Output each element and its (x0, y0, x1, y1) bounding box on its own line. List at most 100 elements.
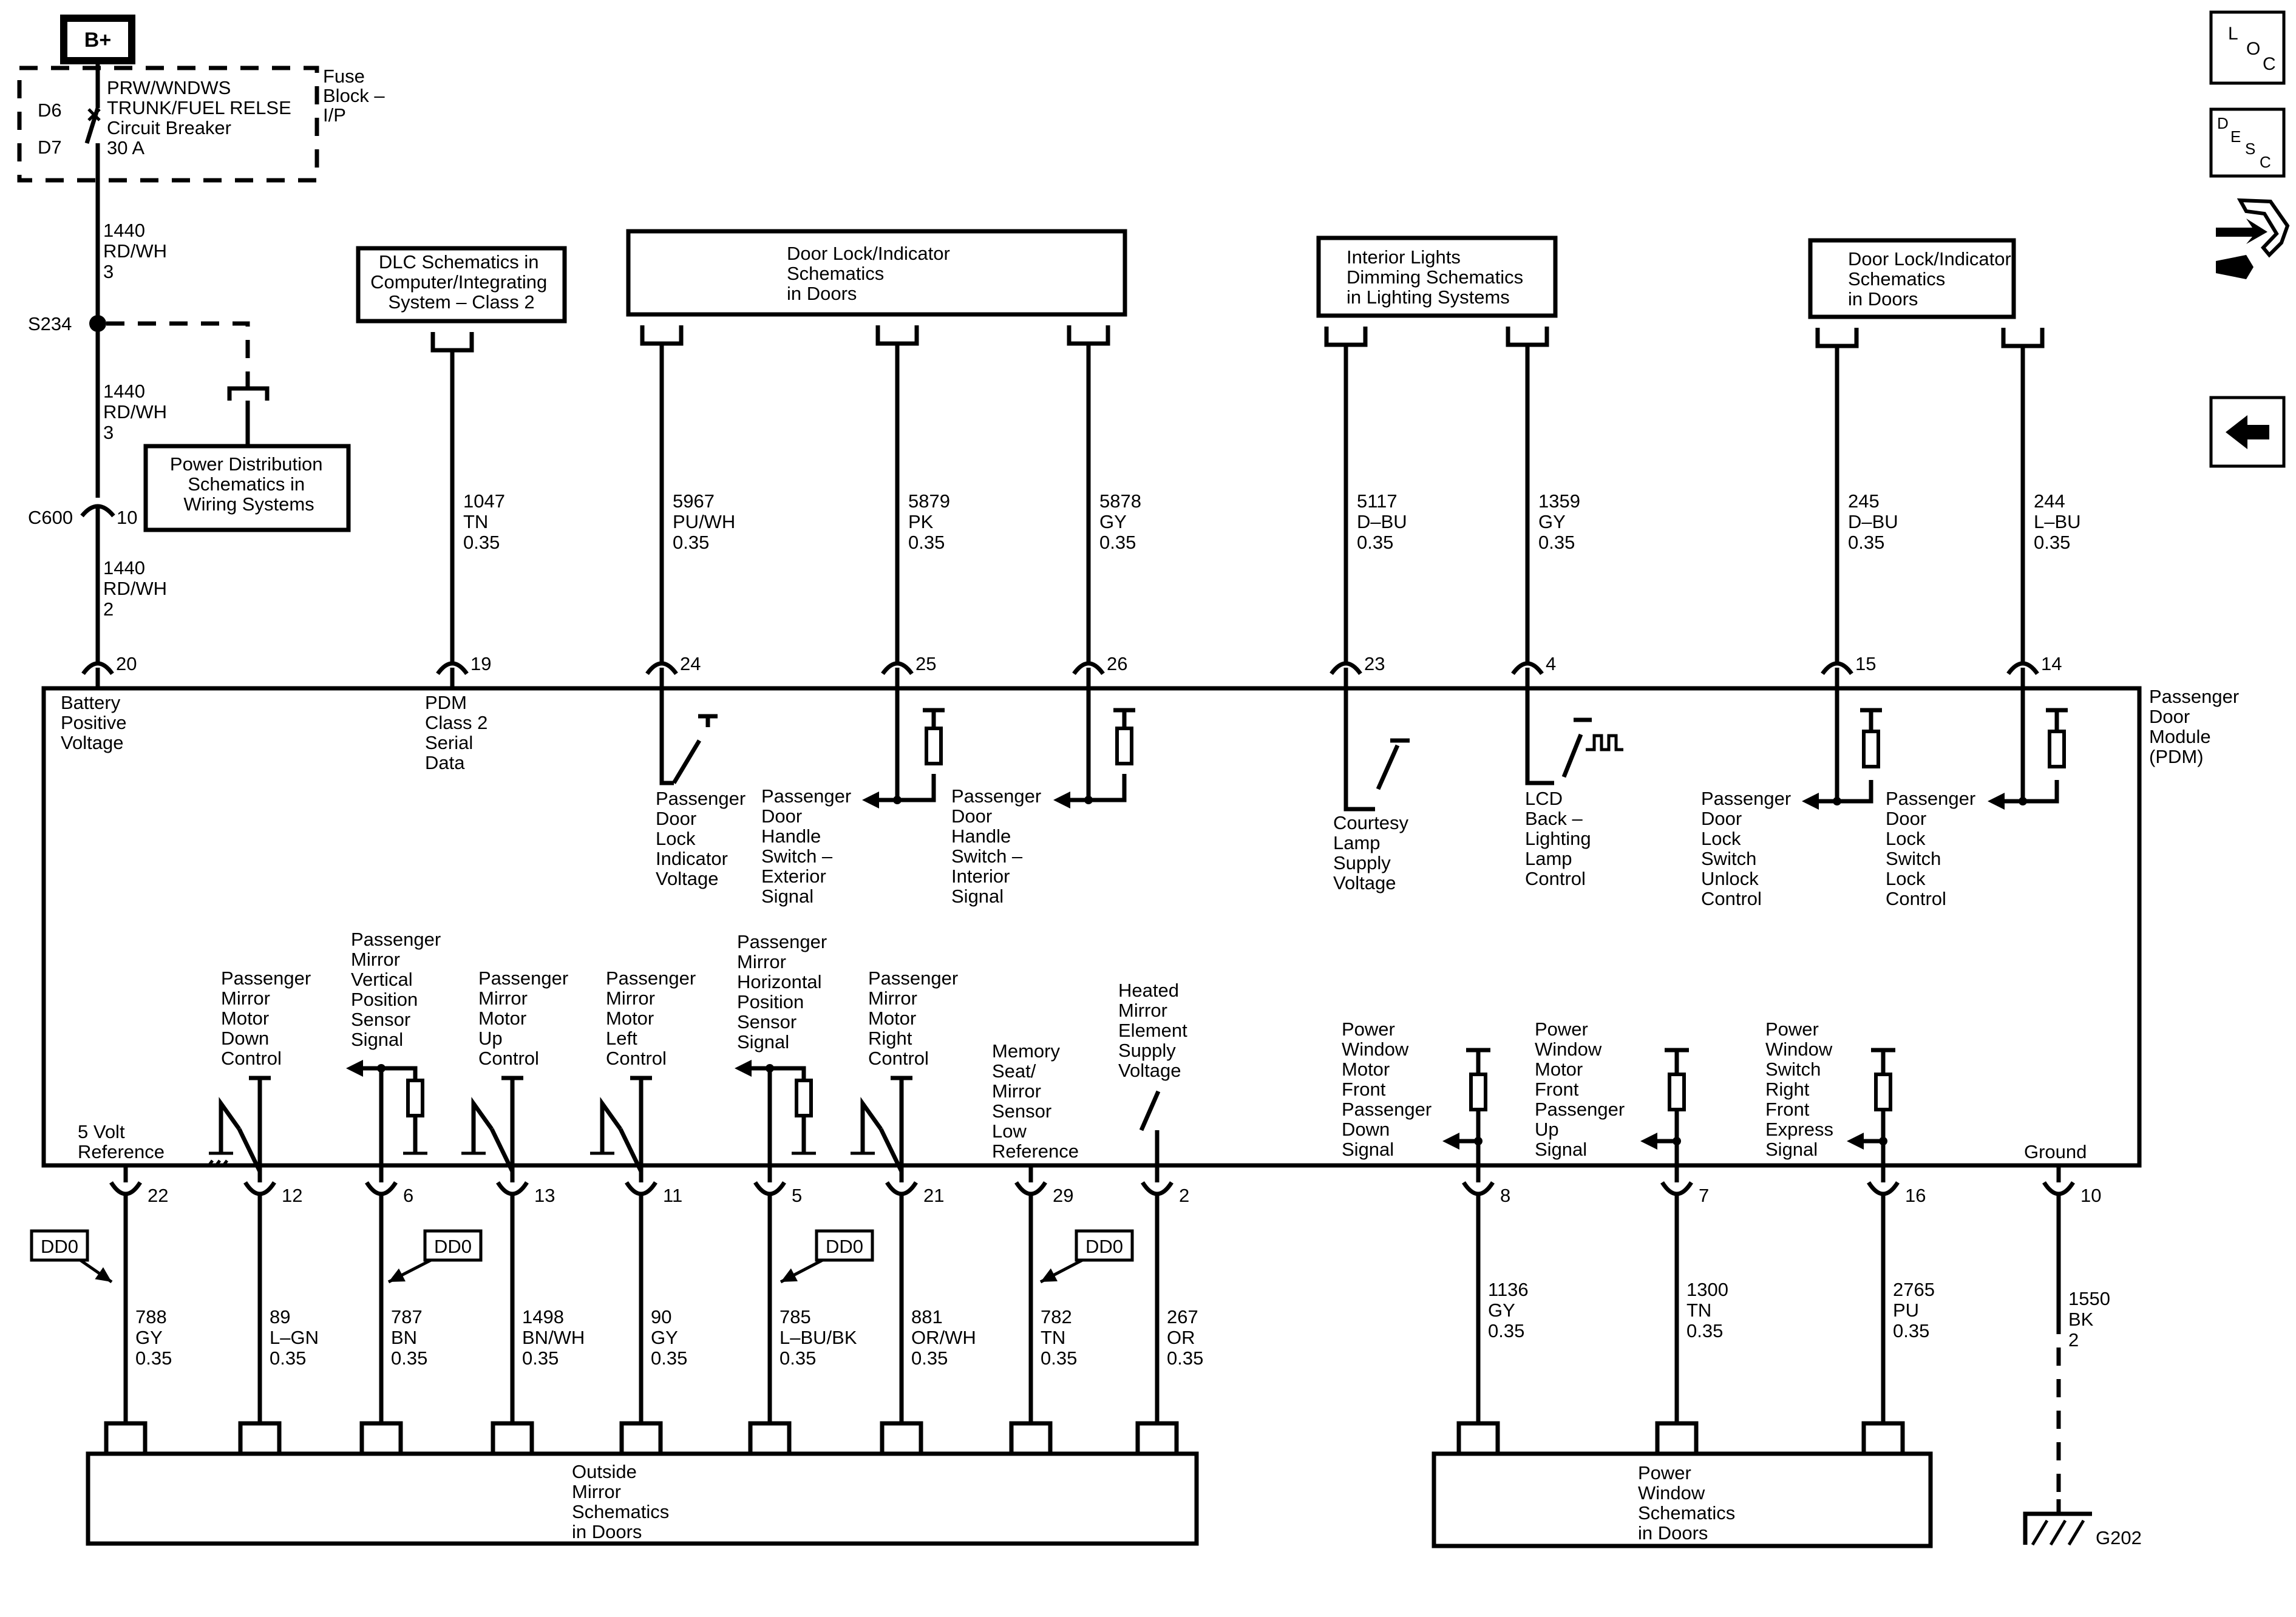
terminal-icon (359, 1421, 403, 1454)
switch-icon (659, 683, 718, 785)
terminal-icon (1861, 1421, 1905, 1454)
terminal-icon (1815, 328, 1859, 348)
connector-icon (753, 1181, 786, 1196)
dd0-label: DD0 (434, 1236, 472, 1257)
dlc-schematics-box (356, 246, 567, 324)
pin-number: 20 (116, 653, 137, 674)
splice-s234-dot (89, 315, 106, 332)
desc-button[interactable]: DESC (2209, 107, 2286, 178)
b-plus-label: B+ (84, 29, 111, 52)
splice-s234-label: S234 (28, 313, 72, 334)
dd0-reference-tag[interactable]: DD0 (1039, 1229, 1134, 1284)
motor-control-switch-icon (208, 1076, 271, 1173)
power-window-schematics-box (1432, 1451, 1933, 1548)
connector-icon (1462, 1181, 1495, 1196)
pin-number: 14 (2041, 653, 2062, 674)
terminal-icon (640, 325, 684, 346)
dd0-reference-tag[interactable]: DD0 (779, 1229, 874, 1284)
pin-number: 10 (2080, 1185, 2101, 1206)
outside-mirror-schematics-box (86, 1451, 1199, 1546)
pin-number: 16 (1905, 1185, 1926, 1206)
connector-icon (625, 1181, 657, 1196)
dd0-reference-tag[interactable]: DD0 (387, 1229, 483, 1284)
connector-c600-label: C600 (28, 507, 73, 528)
pin-number: 5 (792, 1185, 802, 1206)
wire-1440-bottom: 1440 RD/WH 2 (103, 557, 172, 620)
resistor-icon (1988, 683, 2068, 810)
internal-symbols-bottom (208, 1048, 1895, 1173)
interior-lights-box (1316, 236, 1558, 318)
terminal-icon (104, 1421, 148, 1454)
terminal-icon (748, 1421, 792, 1454)
motor-control-switch-icon (851, 1076, 912, 1173)
loc-button[interactable]: LOC (2209, 10, 2286, 85)
nav-icons: LOC DESC (2209, 10, 2290, 468)
terminal-icon (1456, 1421, 1500, 1454)
connector-icon (109, 1181, 142, 1196)
position-sensor-icon (735, 1060, 816, 1171)
terminal-icon (1506, 327, 1549, 347)
window-signal-icon (1847, 1048, 1895, 1171)
pin-number: 15 (1855, 653, 1876, 674)
pin-number: 12 (282, 1185, 302, 1206)
switch-icon (1343, 683, 1410, 812)
connector-icon (1660, 1181, 1693, 1196)
fuse-block-outline (17, 66, 319, 183)
circuit-breaker-icon (84, 68, 101, 180)
pin-function-label: Ground (2024, 1141, 2087, 1162)
connector-icon (1867, 1181, 1900, 1196)
outside-mirror-schematics-text: Outside Mirror Schematics in Doors (572, 1461, 674, 1542)
pin-number: 2 (1179, 1185, 1189, 1206)
connector-c600-pin: 10 (117, 507, 137, 528)
svg-text:LOC: LOC (2228, 24, 2276, 74)
terminal-icon (875, 325, 919, 346)
connector-icon (885, 1181, 918, 1196)
pin-number: 25 (915, 653, 936, 674)
pin-number: 29 (1053, 1185, 1073, 1206)
window-signal-icon (1640, 1048, 1689, 1171)
power-window-schematics-text: Power Window Schematics in Doors (1638, 1462, 1741, 1544)
terminal-icon (2001, 328, 2045, 348)
pin-number: 26 (1107, 653, 1127, 674)
pin-number: 7 (1699, 1185, 1709, 1206)
terminal-icon (1009, 1421, 1053, 1454)
dd0-label: DD0 (826, 1236, 863, 1257)
pin-number: 19 (470, 653, 491, 674)
tools-icon[interactable] (2216, 198, 2290, 279)
dd0-reference-tag[interactable]: DD0 (30, 1229, 113, 1284)
back-arrow-icon[interactable] (2209, 396, 2286, 468)
pin-number: 24 (680, 653, 701, 674)
resistor-icon (862, 683, 945, 808)
door-lock-schematics-box-1 (626, 229, 1127, 317)
